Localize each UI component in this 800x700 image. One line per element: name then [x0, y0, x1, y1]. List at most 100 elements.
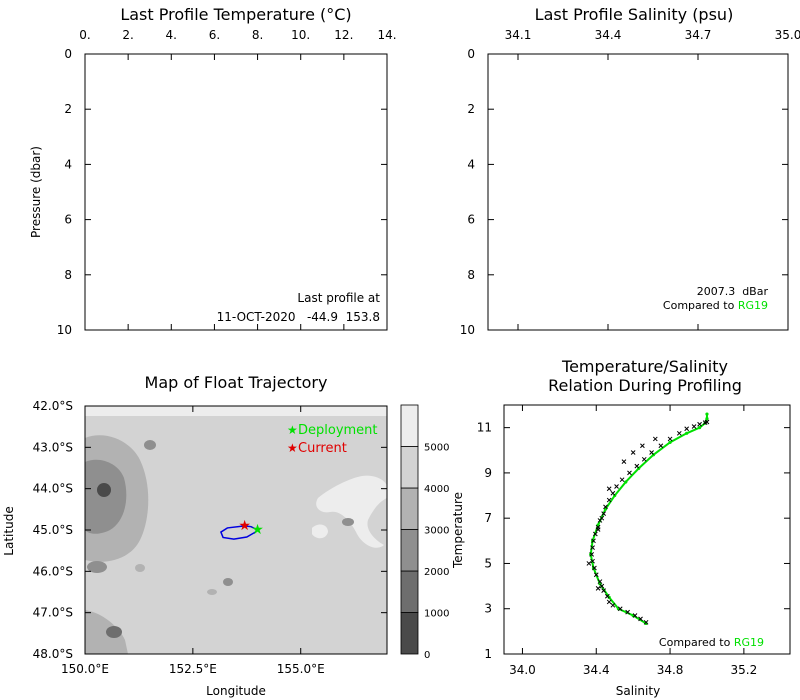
ts-reference-point [697, 426, 702, 430]
salinity-depth-annotation: 2007.3 dBar [697, 285, 769, 298]
salinity-plot-frame [487, 53, 789, 331]
bathymetry-seamount-small-5 [207, 589, 217, 595]
ts-x-tick-label: 34.8 [657, 663, 684, 677]
last-profile-annotation-line1: Last profile at [297, 291, 380, 305]
ts-observation-point [597, 579, 603, 584]
bathymetry-seamount-small-2 [87, 561, 107, 573]
map-y-tick-label: 42.0°S [33, 399, 73, 413]
ts-observation-point [630, 450, 636, 455]
map-y-tick-label: 44.0°S [33, 482, 73, 496]
temperature-y-axis-label: Pressure (dbar) [29, 146, 43, 238]
ts-observation-point [592, 531, 598, 537]
map-y-tick-label: 45.0°S [33, 523, 73, 537]
ts-observation-point [691, 424, 697, 429]
map-panel-title: Map of Float Trajectory [145, 373, 328, 392]
y-tick-label: 2 [64, 102, 72, 116]
bathymetry-map [85, 406, 387, 654]
ts-observation-point [627, 470, 632, 476]
x-tick-label: 6. [209, 28, 220, 42]
colorbar-segment [400, 446, 419, 489]
ts-observation-point [592, 565, 597, 571]
map-x-tick-label: 152.5°E [169, 662, 217, 676]
bathymetry-seamount-peak [97, 483, 111, 497]
ts-observation-point [697, 421, 702, 427]
colorbar-tick-label: 3000 [424, 526, 449, 537]
map-y-tick-label: 46.0°S [33, 564, 73, 578]
legend-deployment-label: Deployment [298, 423, 378, 438]
ts-title-line1: Temperature/Salinity [561, 357, 728, 376]
ts-reference-point [668, 440, 672, 444]
ts-reference-point [705, 412, 709, 416]
ts-observation-point [595, 527, 601, 532]
ts-observation-point [601, 511, 606, 517]
colorbar-segment [400, 570, 419, 613]
bathymetry-deep-basin [316, 475, 387, 548]
ts-reference-point [705, 416, 709, 421]
bathymetry-deep-patch [312, 524, 328, 539]
colorbar-segment [400, 404, 419, 447]
ts-observation-point [610, 490, 616, 496]
ts-observation-point [606, 599, 612, 605]
x-tick-label: 10. [291, 28, 310, 42]
ts-y-tick-label: 11 [477, 421, 492, 435]
ts-observation-point [640, 443, 645, 449]
map-x-axis-label: Longitude [206, 684, 266, 698]
ts-plot-frame [503, 404, 791, 655]
legend-current-label: Current [298, 441, 347, 456]
ts-reference-curve [589, 414, 708, 625]
ts-observation-point [641, 456, 647, 462]
ts-observation-point [632, 613, 638, 618]
x-tick-label: 4. [166, 28, 177, 42]
ts-y-tick-label: 7 [484, 511, 492, 525]
x-tick-label: 35.0 [775, 28, 800, 42]
temperature-plot-frame [84, 53, 388, 331]
y-tick-label: 10 [460, 323, 475, 337]
bathymetry-seamount-small-4 [223, 578, 233, 586]
map-legend: ★ Deployment ★ Current [287, 423, 378, 456]
colorbar-tick-label: 1000 [424, 609, 449, 620]
ts-title-line2: Relation During Profiling [548, 376, 742, 395]
float-trajectory-line [219, 525, 259, 540]
y-tick-label: 8 [64, 268, 72, 282]
ts-observation-point [625, 609, 630, 615]
y-tick-label: 6 [467, 213, 475, 227]
ts-observation-point [590, 558, 595, 564]
ts-observation-point [610, 602, 616, 608]
salinity-compared-annotation: Compared to RG19 [663, 299, 768, 312]
ts-observation-point [606, 486, 612, 492]
temperature-panel-title: Last Profile Temperature (°C) [120, 5, 351, 24]
current-position-marker: ★ [238, 518, 251, 534]
ts-observation-point [676, 430, 682, 436]
ts-x-tick-label: 35.2 [731, 663, 758, 677]
y-tick-label: 4 [64, 157, 72, 171]
colorbar-segment [400, 612, 419, 655]
x-tick-label: 34.4 [595, 28, 622, 42]
colorbar-segment [400, 487, 419, 530]
x-tick-label: 0. [79, 28, 90, 42]
ts-observation-point [614, 484, 619, 489]
ts-observation-point [667, 436, 673, 442]
ts-observation-point [593, 572, 599, 578]
ts-observation-point [704, 419, 710, 425]
ts-compared-annotation: Compared to RG19 [659, 636, 764, 649]
last-profile-annotation-line2: 11-OCT-2020 -44.9 153.8 [217, 310, 380, 324]
y-tick-label: 8 [467, 268, 475, 282]
ts-observation-point [617, 606, 623, 612]
map-x-tick-label: 150.0°E [61, 662, 109, 676]
ts-observation-point [638, 616, 643, 622]
y-tick-label: 10 [57, 323, 72, 337]
y-tick-label: 4 [467, 157, 475, 171]
x-tick-label: 14. [377, 28, 396, 42]
ts-y-axis-label: Temperature [451, 492, 465, 569]
x-tick-label: 34.7 [685, 28, 712, 42]
x-tick-label: 12. [334, 28, 353, 42]
ts-x-axis-label: Salinity [616, 684, 660, 698]
colorbar-segment [400, 529, 419, 572]
ts-y-tick-label: 9 [484, 466, 492, 480]
ts-y-tick-label: 1 [484, 647, 492, 661]
ts-observation-point [606, 497, 612, 503]
bathymetry-ridge-small [342, 518, 354, 526]
bathymetry-deep-strip [85, 406, 387, 416]
